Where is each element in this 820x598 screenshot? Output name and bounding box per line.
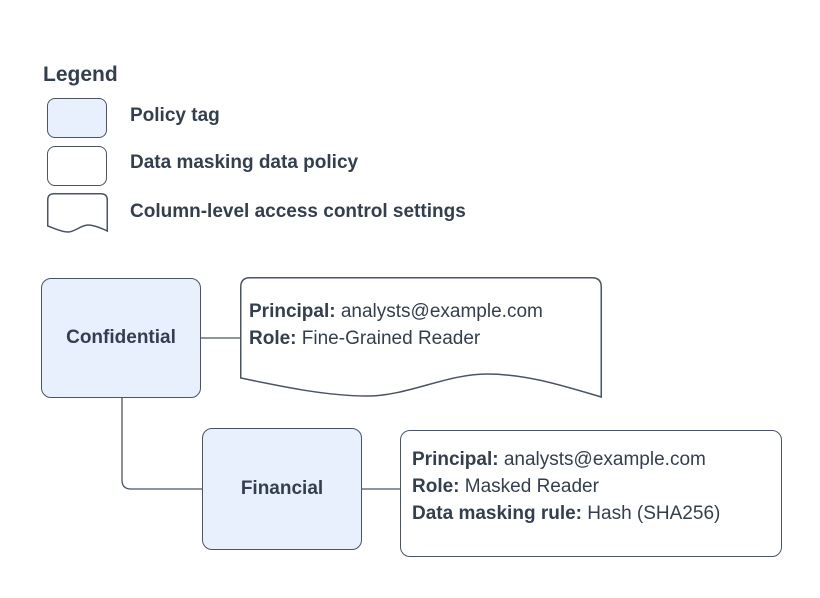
principal-line: Principal: analysts@example.com xyxy=(412,446,769,473)
node-masking-policy: Principal: analysts@example.com Role: Ma… xyxy=(400,430,782,557)
document-shape-icon xyxy=(47,193,108,233)
masking-rule-line: Data masking rule: Hash (SHA256) xyxy=(412,500,769,527)
node-financial: Financial xyxy=(202,428,362,550)
role-line: Role: Masked Reader xyxy=(412,473,769,500)
node-confidential-label: Confidential xyxy=(66,327,176,348)
principal-label: Principal: xyxy=(412,449,499,470)
column-access-control-swatch xyxy=(47,193,108,236)
principal-value: analysts@example.com xyxy=(498,449,706,470)
data-masking-policy-swatch xyxy=(47,146,107,186)
principal-line: Principal: analysts@example.com xyxy=(249,298,602,325)
role-label: Role: xyxy=(249,328,297,349)
legend-label-data-masking: Data masking data policy xyxy=(130,152,359,173)
principal-label: Principal: xyxy=(249,301,336,322)
role-line: Role: Fine-Grained Reader xyxy=(249,325,602,352)
policy-tag-swatch xyxy=(47,98,107,138)
masking-rule-value: Hash (SHA256) xyxy=(582,503,721,524)
node-financial-label: Financial xyxy=(240,478,324,499)
node-access-control-settings: Principal: analysts@example.com Role: Fi… xyxy=(240,277,602,401)
masking-rule-label: Data masking rule: xyxy=(412,503,582,524)
legend-label-policy-tag: Policy tag xyxy=(130,105,220,126)
node-confidential: Confidential xyxy=(41,278,201,398)
access-control-text: Principal: analysts@example.com Role: Fi… xyxy=(240,298,602,352)
edge-confidential-to-financial xyxy=(121,398,202,490)
role-value: Fine-Grained Reader xyxy=(296,328,481,349)
principal-value: analysts@example.com xyxy=(335,301,543,322)
role-value: Masked Reader xyxy=(459,476,599,497)
legend-label-column-access: Column-level access control settings xyxy=(130,201,466,222)
document-shape xyxy=(240,277,602,399)
role-label: Role: xyxy=(412,476,460,497)
legend-title: Legend xyxy=(43,63,118,86)
